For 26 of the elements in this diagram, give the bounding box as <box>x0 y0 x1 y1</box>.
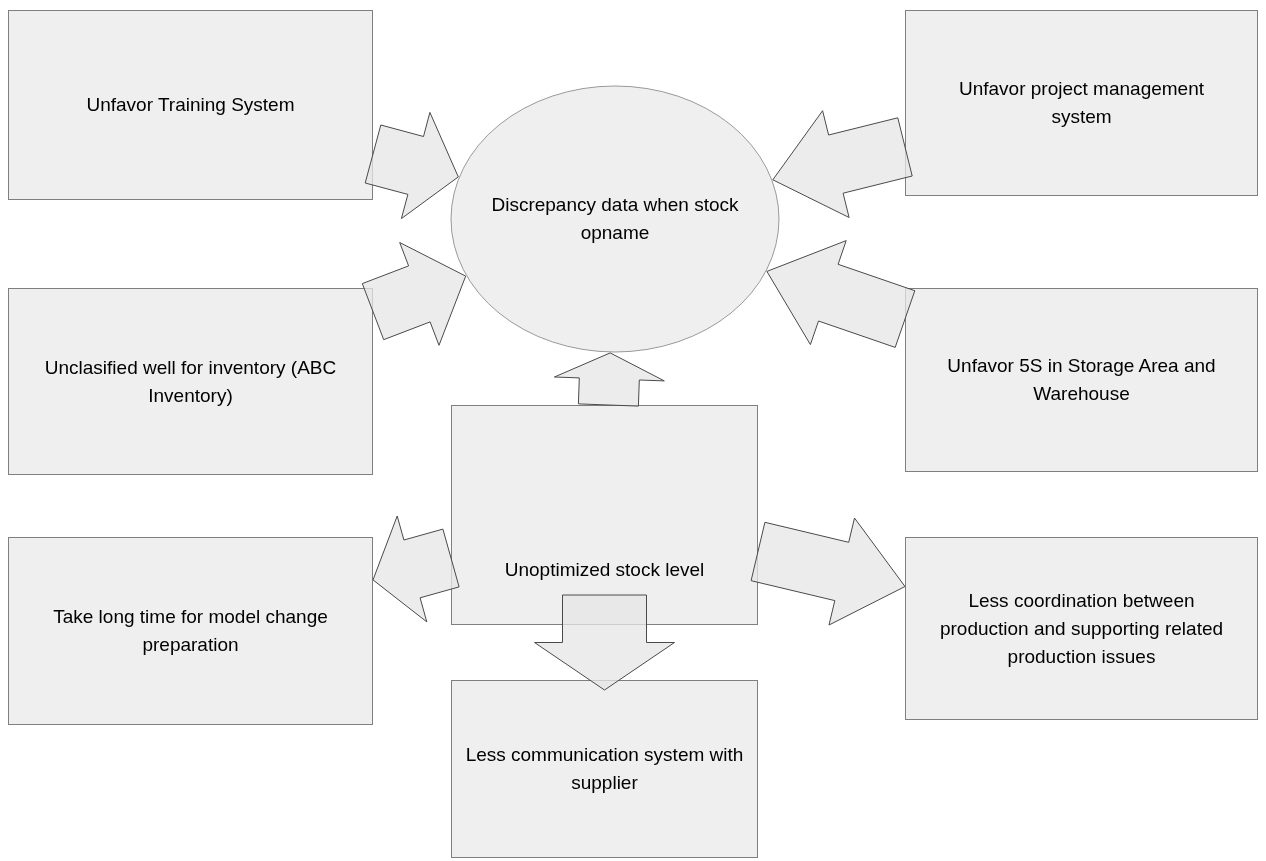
cause-box <box>451 405 758 625</box>
block-arrow <box>364 111 459 220</box>
block-arrow <box>372 515 460 623</box>
block-arrow <box>750 517 906 626</box>
cause-box <box>8 10 373 200</box>
node-label: Less coordination between production and supporting related production issues <box>938 588 1225 669</box>
problem-ellipse <box>450 85 780 353</box>
node-label: Unfavor project management system <box>958 77 1205 129</box>
node-label: Take long time for model change preparation <box>52 605 329 657</box>
block-arrow <box>772 110 913 218</box>
node-label: Unfavor 5S in Storage Area and Warehouse <box>946 354 1217 406</box>
cause-box <box>905 10 1258 196</box>
block-arrow <box>766 240 916 348</box>
cause-box <box>8 537 373 725</box>
node-label: Discrepancy data when stock opname <box>490 193 740 245</box>
cause-box <box>905 288 1258 472</box>
cause-box <box>905 537 1258 720</box>
cause-box <box>8 288 373 475</box>
node-label: Unfavor Training System <box>86 93 295 117</box>
node-label: Less communication system with supplier <box>464 743 745 795</box>
node-label: Unclasified well for inventory (ABC Inventory) <box>43 355 338 408</box>
block-arrow <box>361 242 467 346</box>
cause-box <box>451 680 758 858</box>
block-arrow <box>534 594 675 691</box>
block-arrow <box>553 352 665 407</box>
node-label: Unoptimized stock level <box>504 558 705 582</box>
